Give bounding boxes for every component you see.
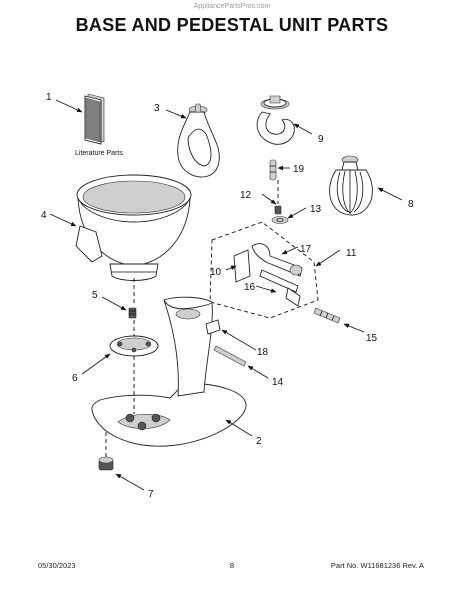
- part-12-screw: [274, 205, 282, 215]
- callout-5: 5: [92, 290, 98, 301]
- page-title: BASE AND PEDESTAL UNIT PARTS: [75, 15, 389, 35]
- callout-16: 16: [244, 282, 256, 293]
- footer-date: 05/30/2023: [38, 561, 76, 570]
- part-13-washer: [271, 216, 289, 224]
- part-8-wire-whip: [329, 155, 373, 216]
- part-15-pin: [313, 307, 341, 324]
- callout-1: 1: [46, 92, 52, 103]
- part-11-bowl-lift-assembly: [209, 221, 319, 319]
- part-9-dough-hook: [256, 95, 295, 145]
- callout-19: 19: [293, 164, 305, 175]
- callout-15: 15: [366, 333, 378, 344]
- part-19-pin: [269, 159, 277, 181]
- footer-page-number: 8: [229, 561, 235, 570]
- part-6-clamp-plate: [109, 335, 159, 357]
- part-7-foot: [98, 456, 114, 471]
- callout-8: 8: [408, 199, 414, 210]
- part-2-pedestal: [91, 296, 247, 447]
- callout-3: 3: [154, 103, 160, 114]
- callout-14: 14: [272, 377, 284, 388]
- leader-lines: [49, 99, 403, 491]
- part-4-bowl: [75, 174, 192, 281]
- callout-13: 13: [310, 204, 322, 215]
- callout-7: 7: [148, 489, 154, 500]
- watermark: AppliancePartsPros.com: [193, 3, 271, 10]
- callout-2: 2: [256, 436, 262, 447]
- part-3-flat-beater: [177, 103, 220, 178]
- callout-numbers: 1 2 3 4 5 6 7 8 9 10 11 12 13 14 15 16 1…: [41, 92, 414, 500]
- callout-4: 4: [41, 210, 47, 221]
- part-1-literature: Literature Parts: [75, 93, 123, 157]
- footer-part-number: Part No. W11681236 Rev. A: [330, 561, 424, 570]
- callout-6: 6: [72, 373, 78, 384]
- part-5-screw: [128, 307, 137, 319]
- callout-11: 11: [346, 248, 357, 259]
- part-14-long-pin: [213, 345, 247, 367]
- callout-17: 17: [300, 244, 312, 255]
- literature-label: Literature Parts: [75, 150, 123, 157]
- part-18-button: [205, 319, 221, 335]
- callout-18: 18: [257, 347, 269, 358]
- callout-9: 9: [318, 134, 324, 145]
- part-10-bracket: [233, 249, 251, 283]
- callout-12: 12: [240, 190, 252, 201]
- part-16-rod: [259, 269, 299, 293]
- callout-10: 10: [210, 267, 222, 278]
